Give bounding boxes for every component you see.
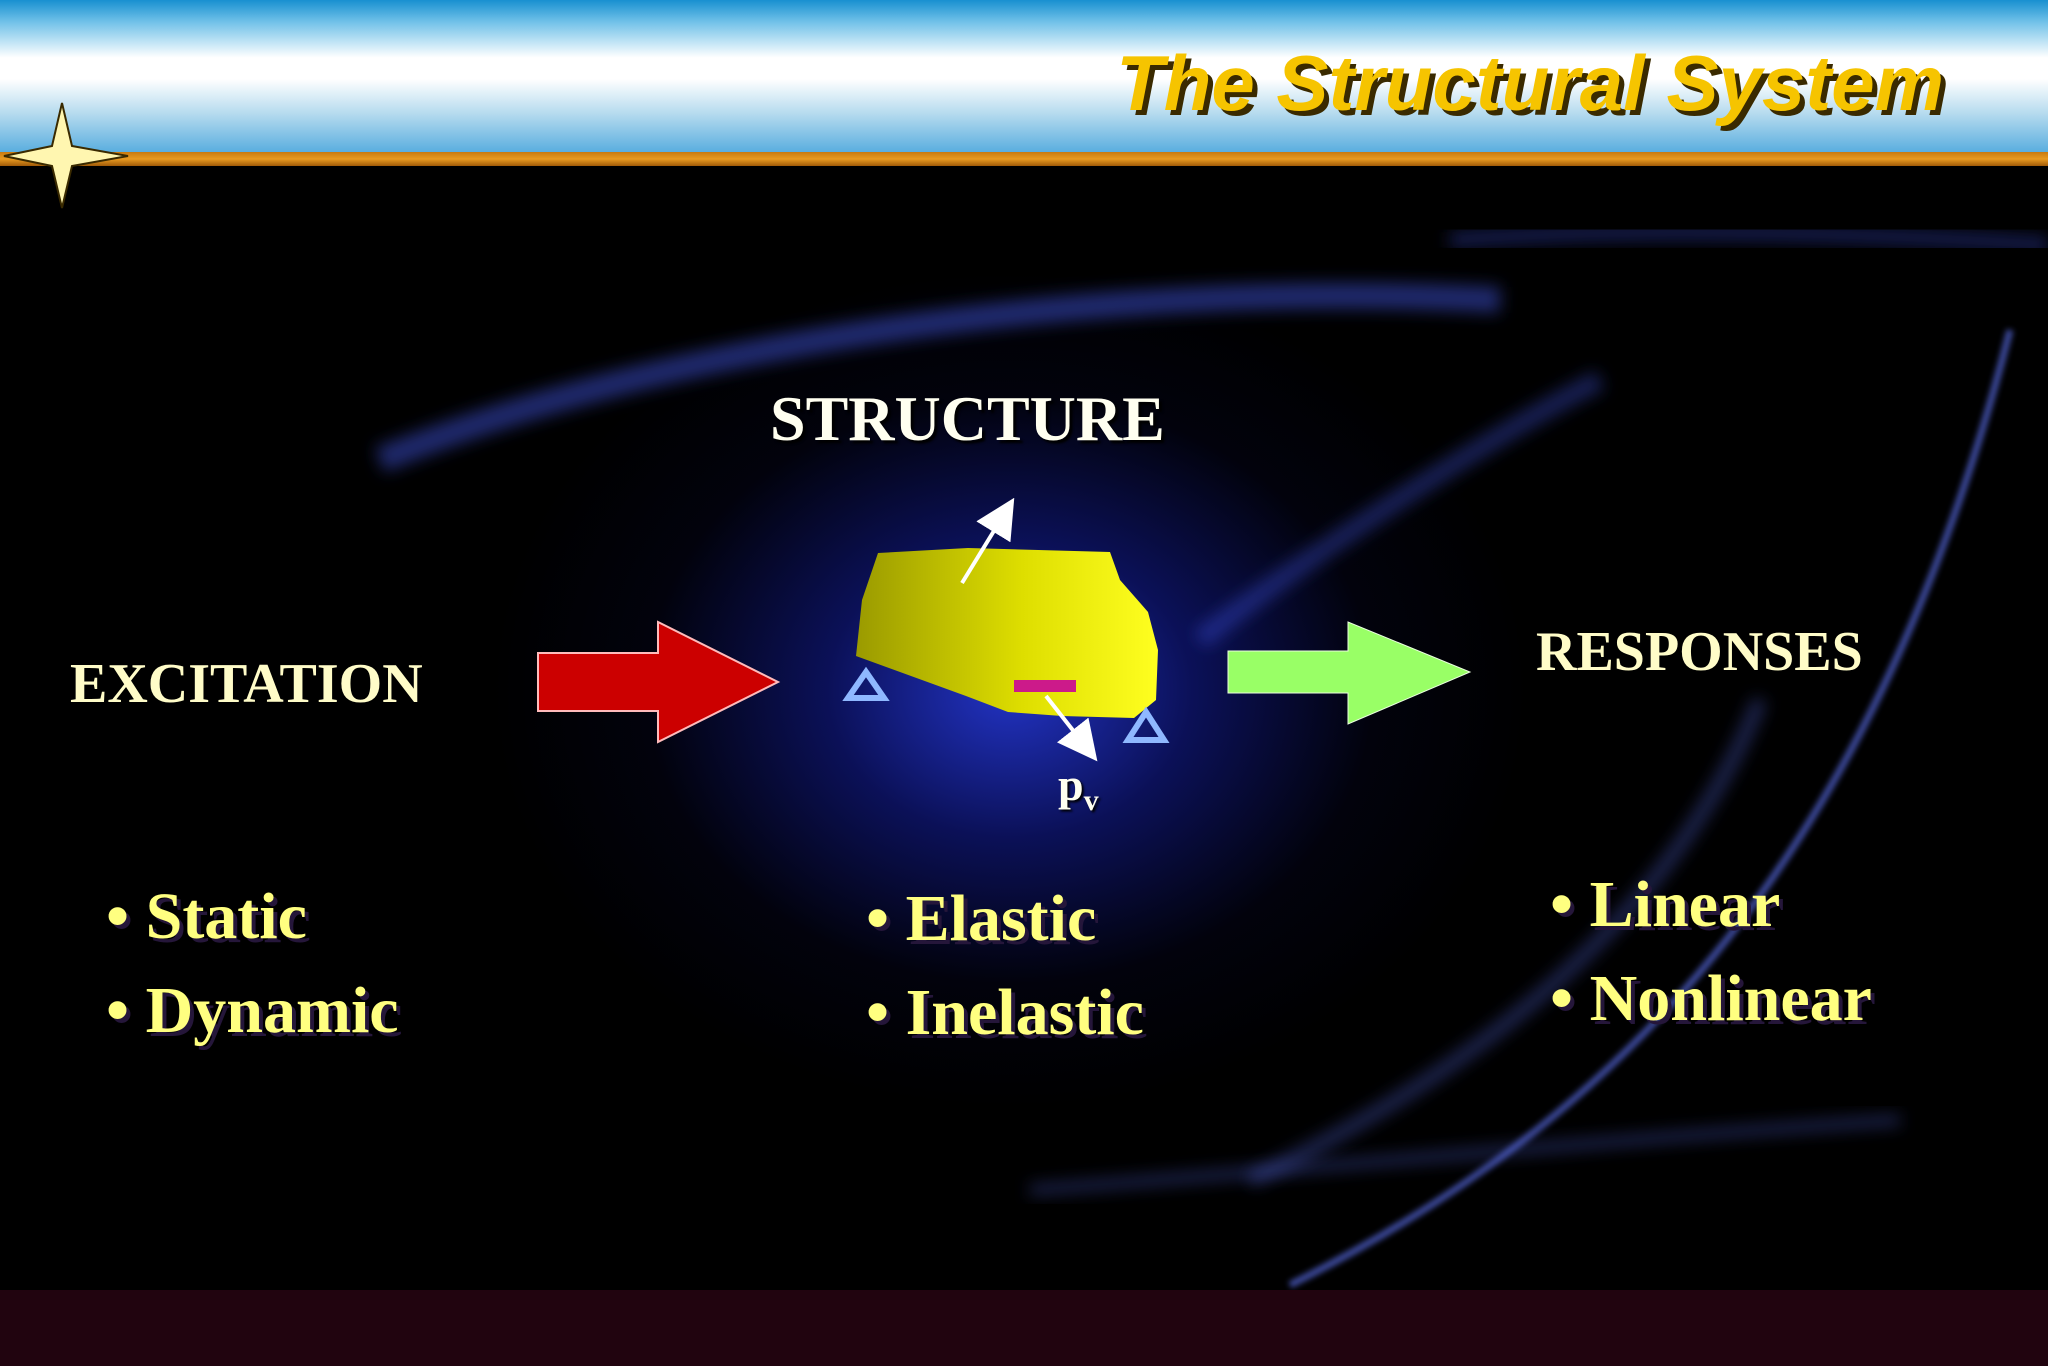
header-bar: [0, 0, 2048, 152]
structure-body: [856, 548, 1158, 718]
element-marker: [1014, 680, 1076, 692]
list-item: Inelastic: [866, 966, 1144, 1060]
pv-main: p: [1058, 759, 1084, 810]
list-item: Nonlinear: [1550, 952, 1872, 1046]
response-types-list: Linear Nonlinear: [1550, 858, 1872, 1046]
slide-title: The Structural System: [1116, 39, 1944, 127]
normal-vector-arrow: [960, 497, 1015, 585]
responses-label: RESPONSES: [1536, 621, 1863, 683]
structure-label: STRUCTURE: [770, 383, 1165, 454]
pv-subscript: v: [1083, 784, 1099, 818]
star-icon: [3, 102, 129, 209]
excitation-arrow: [537, 620, 781, 744]
support-left-icon: [842, 666, 890, 701]
list-item: Static: [106, 870, 399, 964]
excitation-types-list: Static Dynamic: [106, 870, 399, 1058]
footer-bar: [0, 1290, 2048, 1366]
response-arrow: [1227, 621, 1472, 725]
structure-types-list: Elastic Inelastic: [866, 872, 1144, 1060]
support-right-icon: [1122, 706, 1170, 743]
pv-label: pv: [1058, 758, 1099, 818]
excitation-label: EXCITATION: [70, 653, 423, 715]
list-item: Linear: [1550, 858, 1872, 952]
header-divider: [0, 152, 2048, 166]
list-item: Dynamic: [106, 964, 399, 1058]
pv-vector-arrow: [1044, 694, 1098, 762]
list-item: Elastic: [866, 872, 1144, 966]
